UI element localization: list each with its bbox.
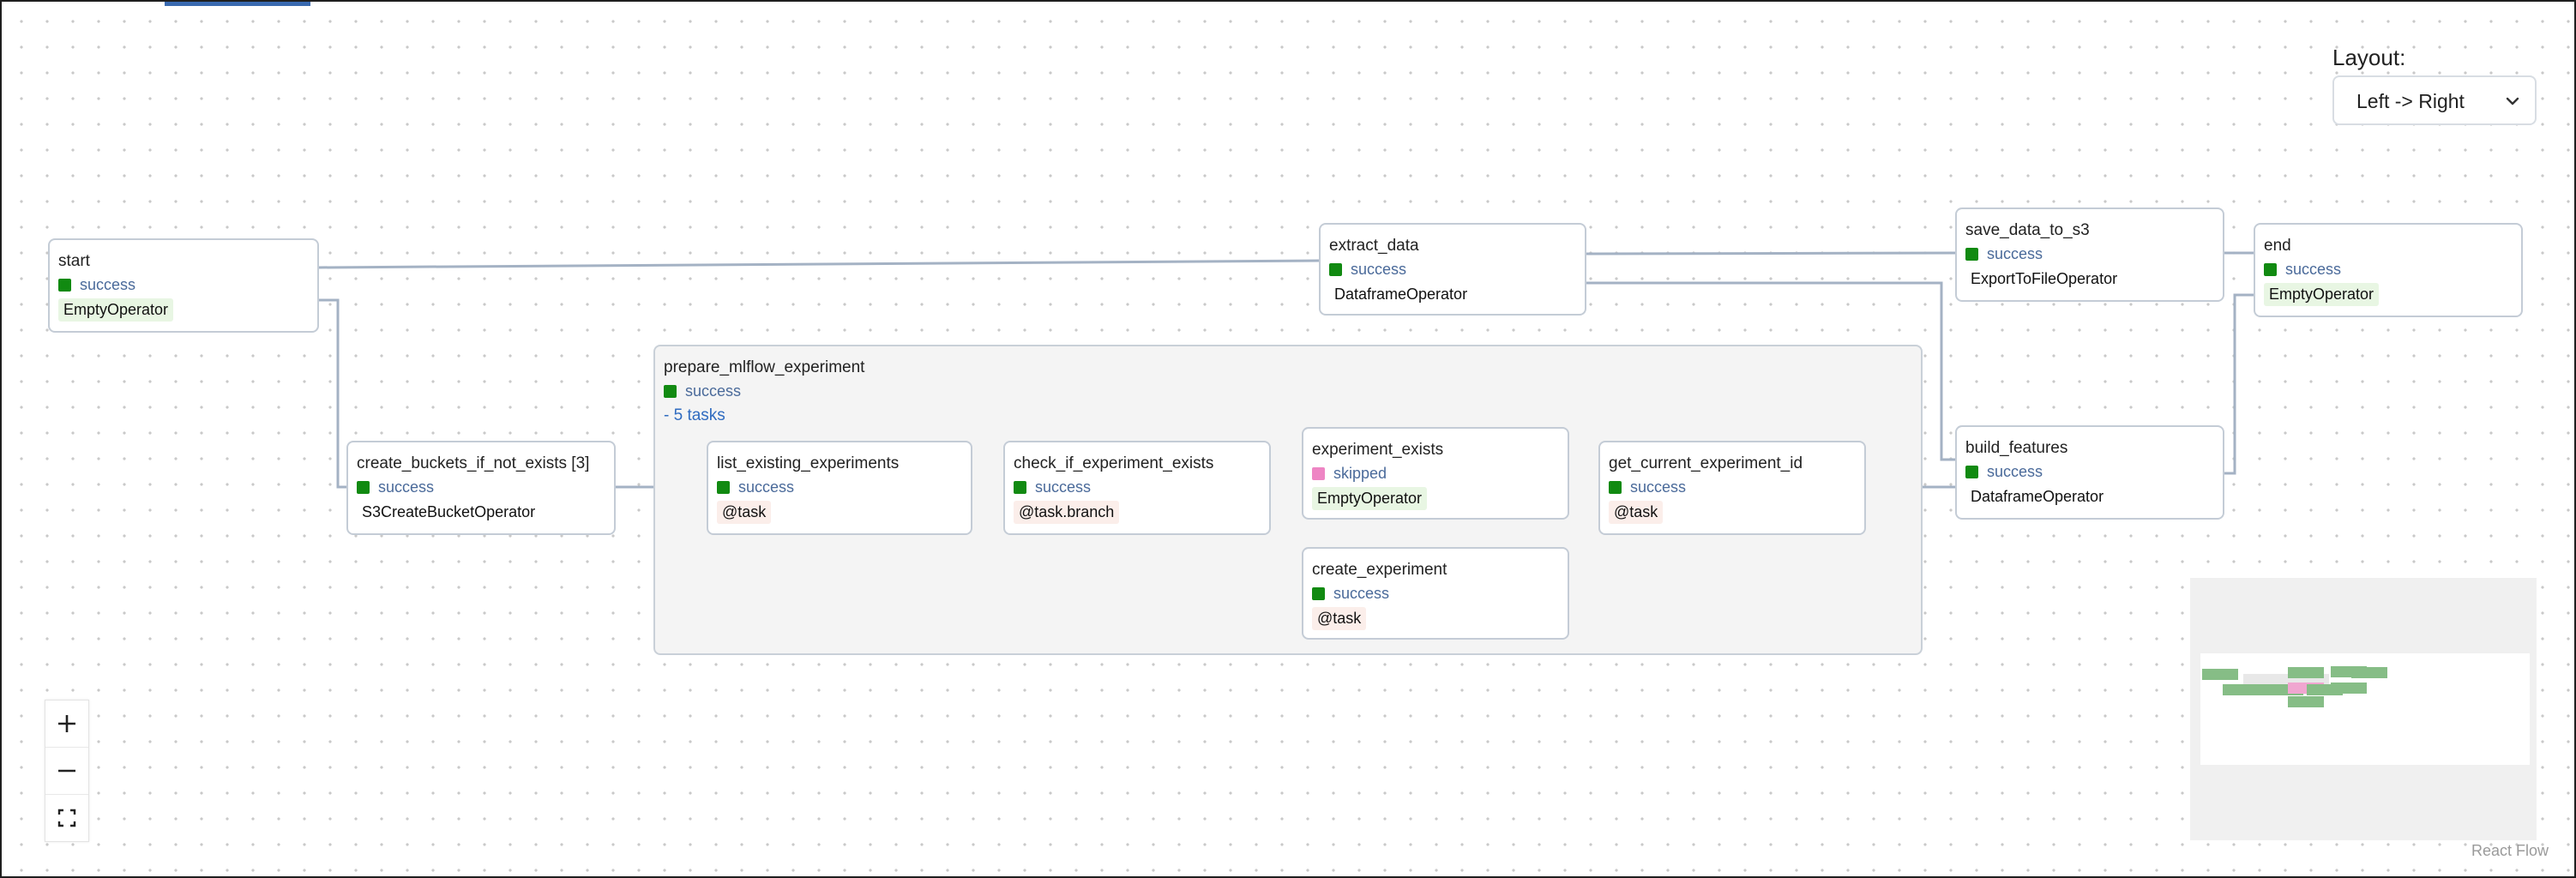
task-status: success [58, 276, 135, 294]
status-square-icon [2264, 263, 2277, 276]
task-title: end [2264, 237, 2291, 255]
status-text: success [1333, 585, 1390, 602]
task-node-build-features[interactable]: build_features success DataframeOperator [1955, 425, 2224, 520]
task-status: skipped [1312, 465, 1387, 483]
task-node-end[interactable]: end success EmptyOperator [2254, 223, 2523, 317]
task-node-extract-data[interactable]: extract_data success DataframeOperator [1319, 223, 1586, 316]
minimap-node [2331, 683, 2367, 694]
status-square-icon [1312, 587, 1325, 600]
task-status: success [1609, 478, 1686, 496]
operator-badge: EmptyOperator [1312, 487, 1428, 510]
task-status: success [1014, 478, 1091, 496]
status-text: skipped [1333, 465, 1387, 482]
task-node-create-experiment[interactable]: create_experiment success @task [1302, 547, 1569, 640]
edge-extract-save [1586, 251, 1956, 256]
status-text: success [1035, 478, 1092, 496]
task-status: success [1965, 245, 2043, 263]
operator-badge: EmptyOperator [2264, 283, 2380, 306]
status-square-icon [1965, 248, 1978, 261]
operator-badge: @task [717, 501, 772, 524]
task-status: success [1312, 585, 1389, 603]
group-title: prepare_mlflow_experiment [664, 358, 865, 376]
task-status: success [357, 478, 434, 496]
status-text: success [1630, 478, 1687, 496]
task-status: success [717, 478, 794, 496]
status-text: success [685, 382, 742, 400]
task-title: experiment_exists [1312, 441, 1444, 459]
status-square-icon [357, 481, 370, 494]
task-title: create_experiment [1312, 561, 1447, 579]
react-flow-attribution[interactable]: React Flow [2471, 842, 2549, 859]
fit-view-button[interactable] [45, 795, 88, 841]
status-square-icon [717, 481, 730, 494]
task-title: check_if_experiment_exists [1014, 454, 1214, 472]
status-text: success [1987, 245, 2043, 262]
minimap-viewport [2200, 653, 2530, 765]
task-title: list_existing_experiments [717, 454, 900, 472]
task-node-get-current-experiment-id[interactable]: get_current_experiment_id success @task [1598, 441, 1866, 535]
minimap-node [2202, 669, 2238, 680]
status-square-icon [1014, 481, 1026, 494]
chevron-down-icon [2506, 97, 2519, 105]
status-text: success [378, 478, 435, 496]
minimap-node [2288, 667, 2324, 678]
task-title: save_data_to_s3 [1965, 221, 2090, 239]
group-task-count[interactable]: - 5 tasks [664, 406, 725, 424]
operator-badge: @task [1609, 501, 1664, 524]
operator-badge: @task [1312, 607, 1367, 630]
operator-badge: EmptyOperator [58, 298, 174, 322]
minimap[interactable] [2190, 578, 2537, 840]
fit-view-icon [57, 809, 76, 827]
layout-label: Layout: [2332, 45, 2406, 70]
task-title: get_current_experiment_id [1609, 454, 1803, 472]
group-status: success [664, 382, 741, 400]
operator-badge: @task.branch [1014, 501, 1120, 524]
operator-badge: DataframeOperator [1334, 286, 1468, 303]
task-title: extract_data [1329, 237, 1419, 255]
task-title: build_features [1965, 439, 2068, 457]
operator-badge: DataframeOperator [1971, 488, 2104, 505]
task-node-save-data-to-s3[interactable]: save_data_to_s3 success ExportToFileOper… [1955, 207, 2224, 302]
task-node-start[interactable]: start success EmptyOperator [48, 238, 319, 333]
zoom-in-button[interactable] [45, 701, 88, 748]
task-status: success [1329, 261, 1406, 279]
task-title: start [58, 252, 90, 270]
status-square-icon [1329, 263, 1342, 276]
task-status: success [2264, 261, 2341, 279]
task-node-list-existing-experiments[interactable]: list_existing_experiments success @task [707, 441, 972, 535]
minus-icon [58, 769, 75, 773]
status-text: success [2285, 261, 2342, 278]
status-text: success [738, 478, 795, 496]
edge-build-end [2224, 293, 2254, 475]
task-title: create_buckets_if_not_exists [3] [357, 454, 590, 472]
task-node-experiment-exists[interactable]: experiment_exists skipped EmptyOperator [1302, 427, 1569, 520]
edge-start-create-buckets [319, 298, 346, 489]
status-text: success [80, 276, 136, 293]
operator-badge: ExportToFileOperator [1971, 270, 2118, 287]
status-square-icon [58, 279, 71, 292]
status-square-icon [1609, 481, 1622, 494]
status-text: success [1987, 463, 2043, 480]
status-text: success [1351, 261, 1407, 278]
edge-start-extract [318, 259, 1320, 269]
zoom-controls [45, 700, 89, 842]
minimap-node [2288, 696, 2324, 707]
operator-badge: S3CreateBucketOperator [362, 503, 536, 520]
layout-select[interactable]: Left -> Right [2332, 75, 2537, 125]
status-square-icon [664, 385, 677, 398]
layout-select-value: Left -> Right [2356, 90, 2465, 112]
status-square-icon [1965, 466, 1978, 478]
plus-icon [58, 715, 75, 732]
active-tab-indicator [165, 2, 310, 6]
status-square-icon [1312, 467, 1325, 480]
minimap-node [2351, 667, 2387, 678]
task-status: success [1965, 463, 2043, 481]
task-node-check-if-experiment-exists[interactable]: check_if_experiment_exists success @task… [1003, 441, 1271, 535]
task-node-create-buckets[interactable]: create_buckets_if_not_exists [3] success… [346, 441, 616, 535]
zoom-out-button[interactable] [45, 748, 88, 795]
